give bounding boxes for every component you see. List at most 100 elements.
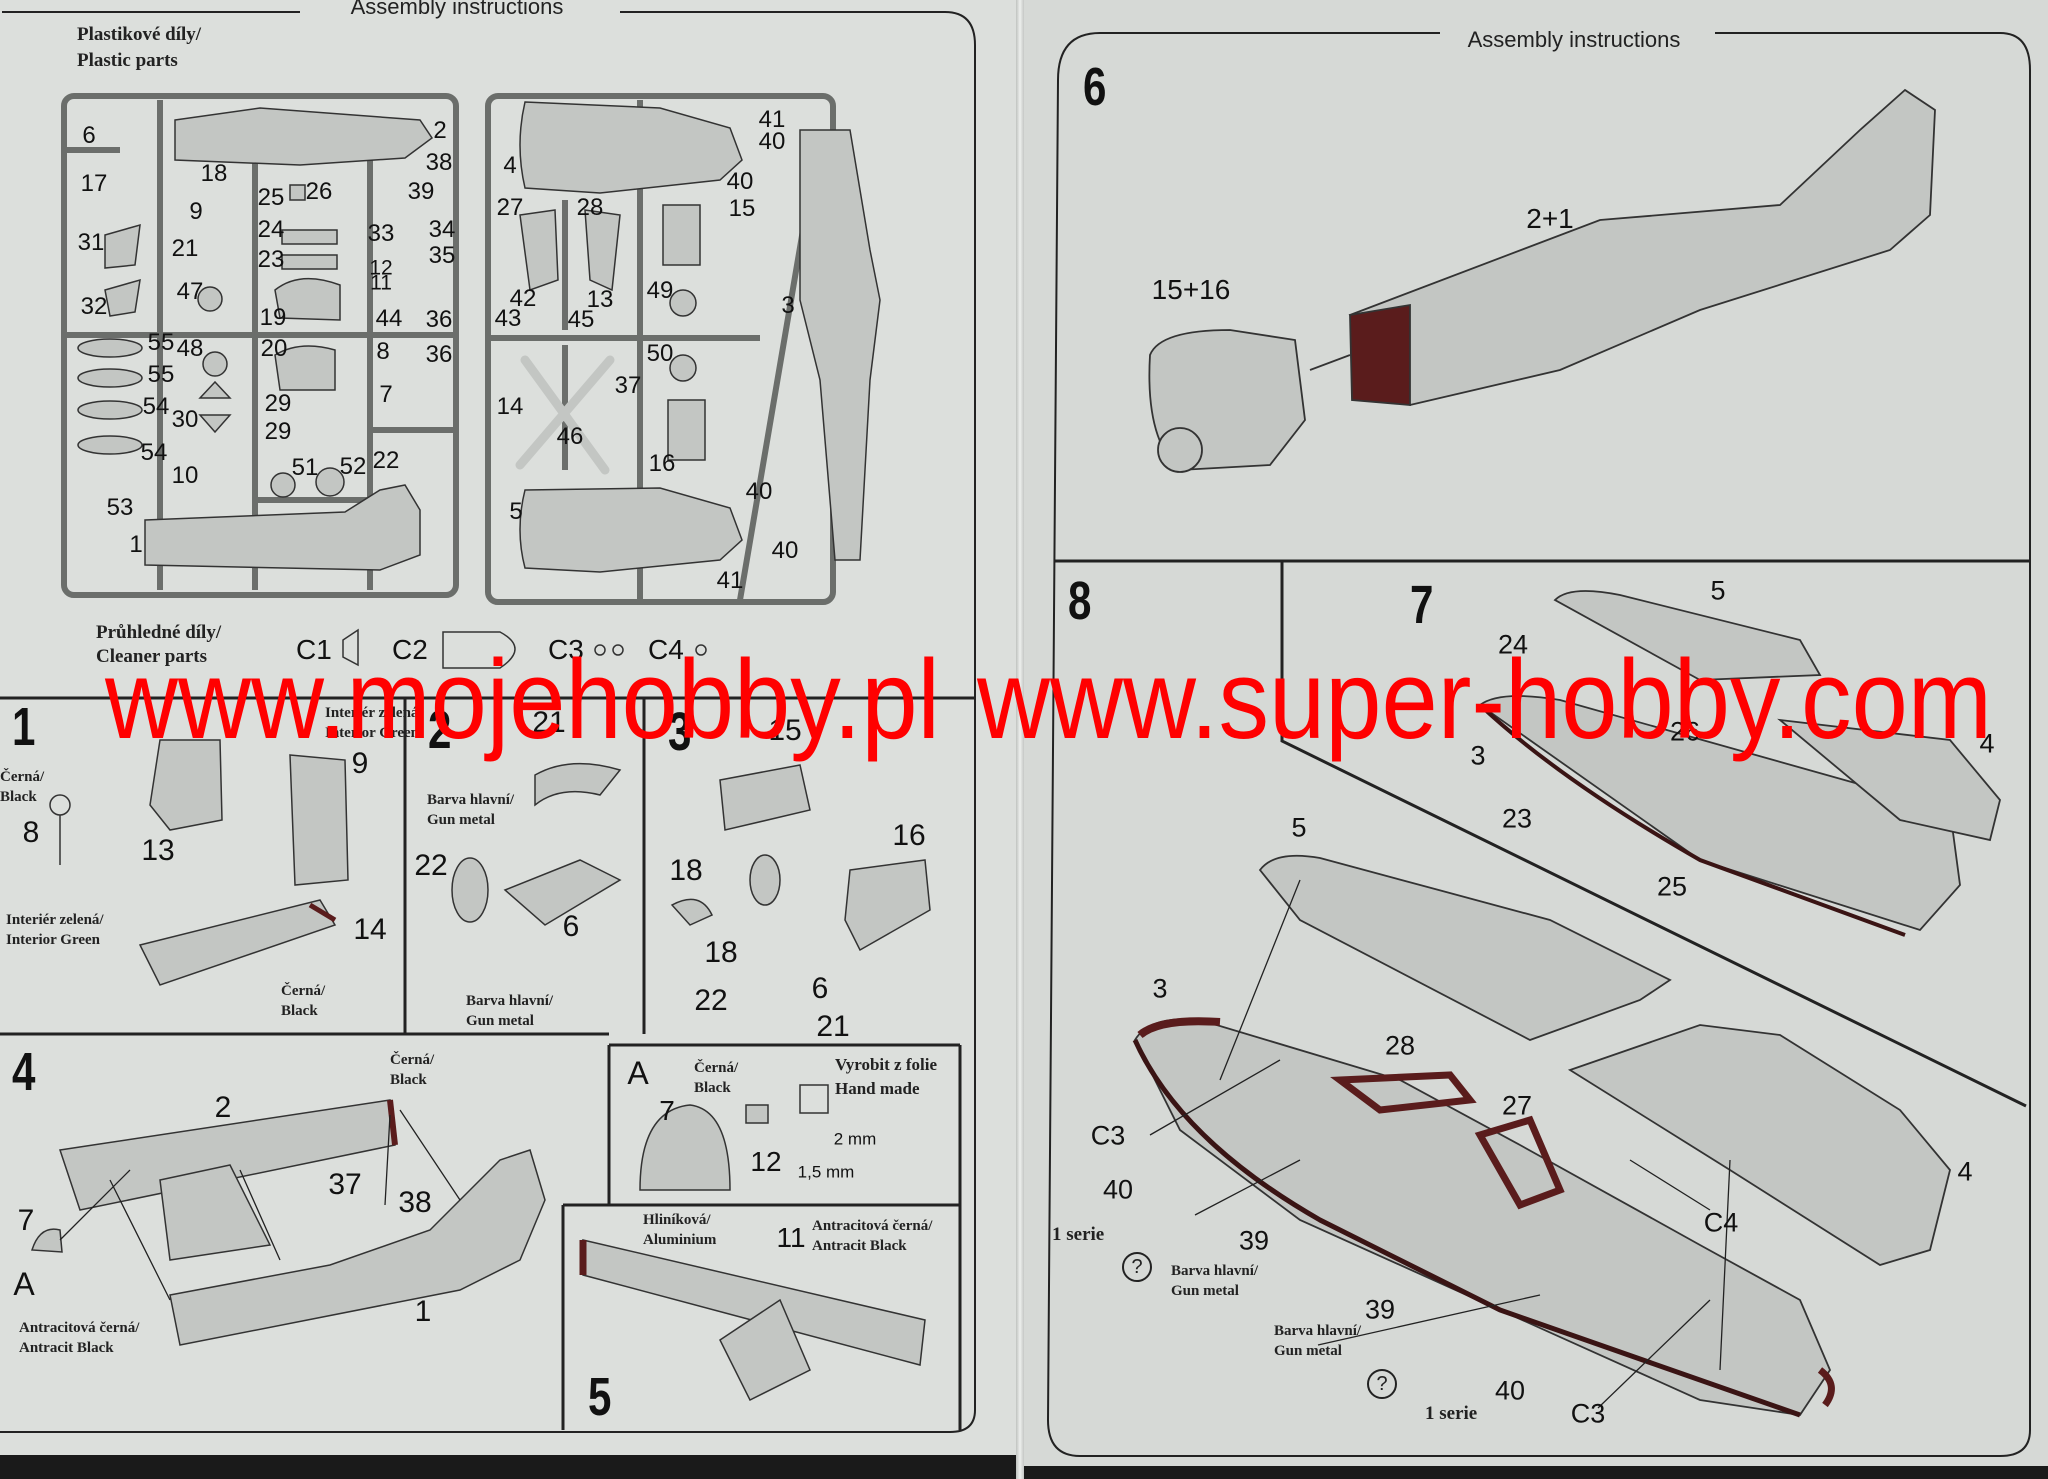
part-number: 11 xyxy=(776,1222,806,1253)
part-number: 49 xyxy=(646,277,674,304)
part-number: 24 xyxy=(257,216,285,243)
part-number: 40 xyxy=(726,168,754,195)
part-number: 53 xyxy=(106,494,134,521)
part-number: 6 xyxy=(82,122,96,149)
part-number: 41 xyxy=(758,106,786,133)
part-number: 55 xyxy=(147,361,175,388)
part-number: 54 xyxy=(142,393,170,420)
part-number: 40 xyxy=(1102,1174,1134,1205)
serie-note: 1 serie xyxy=(1052,1224,1105,1245)
part-number: 14 xyxy=(353,913,387,946)
watermark-superhobby: www.super-hobby.com xyxy=(976,637,1992,762)
part-number: 22 xyxy=(694,984,728,1017)
part-number: 17 xyxy=(80,170,108,197)
part-number: 29 xyxy=(264,390,292,417)
part-number: 23 xyxy=(257,246,285,273)
page-fold xyxy=(1016,0,1024,1479)
part-number: 21 xyxy=(171,235,199,262)
step-number: 7 xyxy=(1410,575,1434,635)
paint-note: Interiér zelená/Interior Green xyxy=(6,912,104,948)
plastic-parts-heading-en: Plastic parts xyxy=(77,50,178,71)
part-number: 46 xyxy=(556,423,584,450)
part-number: 29 xyxy=(264,418,292,445)
serie-note: 1 serie xyxy=(1425,1403,1478,1424)
part-number: 18 xyxy=(200,160,228,187)
part-number: 3 xyxy=(1470,740,1486,771)
part-number: 23 xyxy=(1501,803,1533,834)
paint-note: Černá/Black xyxy=(281,983,326,1019)
clear-part-c2: C2 xyxy=(392,634,428,665)
part-number: 39 xyxy=(1364,1294,1396,1325)
right-page-title: Assembly instructions xyxy=(1455,29,1693,51)
part-number: 5 xyxy=(1710,575,1726,606)
part-number: 40 xyxy=(771,537,799,564)
part-number: 42 xyxy=(509,285,537,312)
optional-question-icon: ? xyxy=(1122,1252,1152,1282)
part-number: 13 xyxy=(141,834,175,867)
part-number: 15 xyxy=(728,195,756,222)
part-number: C4 xyxy=(1703,1207,1739,1238)
left-frame xyxy=(0,11,976,1433)
part-number: 26 xyxy=(305,178,333,205)
part-number: 1 xyxy=(129,531,143,558)
part-number: 10 xyxy=(171,462,199,489)
part-number: 2 xyxy=(214,1091,232,1124)
part-number: 6 xyxy=(811,972,829,1005)
part-number: 8 xyxy=(22,816,40,849)
clear-parts-heading-en: Cleaner parts xyxy=(96,646,207,667)
step-number: 2 xyxy=(428,700,452,760)
part-number: 24 xyxy=(1497,629,1529,660)
part-number: 33 xyxy=(367,220,395,247)
part-number: 55 xyxy=(147,329,175,356)
part-number: 8 xyxy=(376,338,390,365)
step-number: 3 xyxy=(668,702,692,762)
part-number: 27 xyxy=(1501,1090,1533,1121)
part-number: 20 xyxy=(260,335,288,362)
subassembly-letter: A xyxy=(13,1266,35,1302)
part-number: 18 xyxy=(669,854,703,887)
part-number: 41 xyxy=(716,567,744,594)
step-number: 8 xyxy=(1068,571,1092,631)
part-number: 35 xyxy=(428,242,456,269)
step-number: 4 xyxy=(12,1042,36,1102)
part-number: 37 xyxy=(614,372,642,399)
part-number: 28 xyxy=(576,194,604,221)
part-number: 43 xyxy=(494,305,522,332)
part-number: 4 xyxy=(1979,728,1995,759)
right-frame xyxy=(1046,32,2031,1457)
part-number: 31 xyxy=(77,229,105,256)
part-number: 3 xyxy=(1152,973,1168,1004)
part-number: 13 xyxy=(586,286,614,313)
plastic-parts-heading-cz: Plastikové díly/ xyxy=(77,24,202,45)
dimension-label: 2 mm xyxy=(833,1129,877,1149)
paint-note: Černá/Black xyxy=(0,769,45,805)
part-number: 7 xyxy=(379,381,393,408)
part-number: 50 xyxy=(646,340,674,367)
part-number: 26 xyxy=(1669,716,1701,747)
part-number: 15+16 xyxy=(1151,274,1231,305)
part-number: 25 xyxy=(1656,871,1688,902)
part-number: 7 xyxy=(659,1095,675,1126)
part-number: 40 xyxy=(758,128,786,155)
part-number: 2+1 xyxy=(1526,203,1574,234)
part-number: 12 xyxy=(750,1146,782,1177)
step6-drawing xyxy=(1148,88,1936,473)
part-number: 37 xyxy=(328,1168,362,1201)
part-number: 22 xyxy=(372,447,400,474)
part-number: 52 xyxy=(339,453,367,480)
part-number: 19 xyxy=(259,304,287,331)
optional-question-icon: ? xyxy=(1367,1369,1397,1399)
paint-note: Barva hlavní/Gun metal xyxy=(1274,1323,1362,1359)
clear-part-c4: C4 xyxy=(648,634,684,665)
part-number: 15 xyxy=(768,714,802,747)
part-number: 2 xyxy=(433,117,447,144)
part-number: 51 xyxy=(291,454,319,481)
paint-note: Barva hlavní/Gun metal xyxy=(427,792,515,828)
part-number: 5 xyxy=(1291,812,1307,843)
paint-note: Barva hlavní/Gun metal xyxy=(1171,1263,1259,1299)
part-number: C3 xyxy=(1570,1398,1606,1429)
part-number: 38 xyxy=(398,1186,432,1219)
part-number: 22 xyxy=(414,849,448,882)
